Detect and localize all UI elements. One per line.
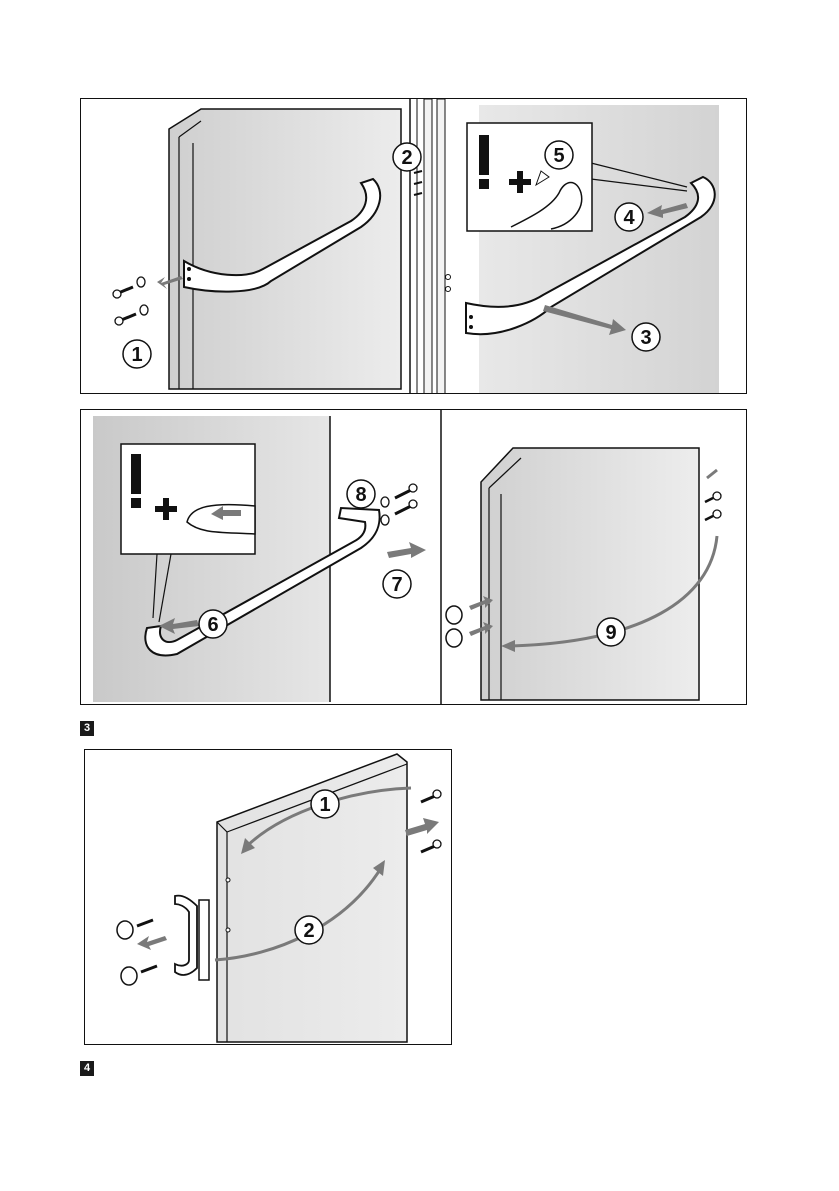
step-9-label: 9 — [605, 622, 616, 644]
figure-4-tag: 4 — [80, 1061, 94, 1076]
step-7-marker: 7 — [383, 570, 411, 598]
fig4-step-2-marker: 2 — [295, 916, 323, 944]
step-9-marker: 9 — [597, 618, 625, 646]
step-1-label: 1 — [131, 344, 142, 366]
fig4-step-1-marker: 1 — [311, 790, 339, 818]
step-3-label: 3 — [640, 327, 651, 349]
figure3-panel-top: 1 2 3 4 5 — [80, 98, 747, 394]
step-7-label: 7 — [391, 574, 402, 596]
step-4-label: 4 — [623, 207, 635, 229]
figure4-panel: 1 2 — [84, 749, 452, 1045]
step-4-marker: 4 — [615, 203, 643, 231]
step-5-label: 5 — [553, 145, 564, 167]
step-5-marker: 5 — [545, 141, 573, 169]
fig4-step-2-label: 2 — [303, 920, 314, 942]
step-3-marker: 3 — [632, 323, 660, 351]
step-2-label: 2 — [401, 147, 412, 169]
step-2-marker: 2 — [393, 143, 421, 171]
step-6-marker: 6 — [199, 610, 227, 638]
step-8-label: 8 — [355, 484, 366, 506]
figure3-panel-bottom: 6 7 8 9 — [80, 409, 747, 705]
figure4-steps: 1 2 — [85, 750, 452, 1045]
figure3-top-steps: 1 2 3 4 5 — [81, 99, 747, 394]
figure3-bottom-steps: 6 7 8 9 — [81, 410, 747, 705]
step-6-label: 6 — [207, 614, 218, 636]
figure-3-tag: 3 — [80, 721, 94, 736]
step-8-marker: 8 — [347, 480, 375, 508]
step-1-marker: 1 — [123, 340, 151, 368]
fig4-step-1-label: 1 — [319, 794, 330, 816]
